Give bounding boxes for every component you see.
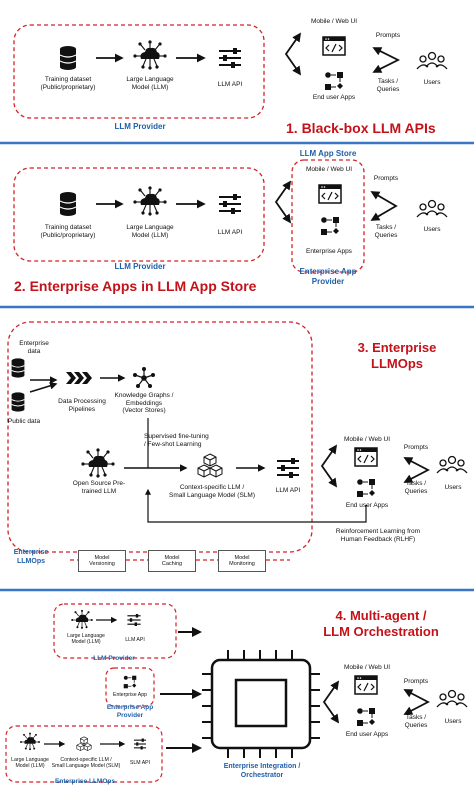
s3-pdata-label: Public data	[7, 418, 41, 425]
s4-tasks-label: Tasks / Queries	[404, 714, 428, 729]
s2-users-label: Users	[423, 226, 441, 233]
s1-users-label: Users	[423, 79, 441, 86]
s2-provider-label: LLM Provider	[114, 262, 166, 271]
s3-ctx-label: Context-specific LLM / Small Language Mo…	[169, 484, 255, 499]
s3-model-monitoring: Model Monitoring	[218, 550, 266, 572]
s2-training-label: Training dataset (Public/proprietary)	[40, 224, 96, 239]
s2-store-label: LLM App Store	[299, 149, 357, 158]
s3-model-versioning: Model Versioning	[78, 550, 126, 572]
s1-apps-label: End user Apps	[312, 94, 356, 101]
s4-llmops-box	[5, 725, 163, 783]
s1-prompts-label: Prompts	[375, 32, 401, 39]
s1-tasks-label: Tasks / Queries	[376, 78, 400, 93]
s3-model-caching: Model Caching	[148, 550, 196, 572]
s4-api-label: LLM API	[125, 637, 145, 643]
s1-api-label: LLM API	[217, 81, 243, 88]
s4-prompts-label: Prompts	[403, 678, 429, 685]
orchestrator-chip-icon	[202, 650, 320, 758]
s4-llm3-label: Large Language Model (LLM)	[11, 757, 49, 769]
s1-title: 1. Black-box LLM APIs	[286, 120, 436, 136]
s2-eprov-label: Enterprise App Provider	[299, 267, 357, 286]
s2-llm-label: Large Language Model (LLM)	[126, 224, 174, 239]
s1-provider-label: LLM Provider	[114, 122, 166, 131]
s3-rlhf-label: Reinforcement Learning from Human Feedba…	[335, 528, 421, 543]
s3-kg-label: Knowledge Graphs / Embeddings (Vector St…	[114, 392, 174, 414]
s4-eapp-box	[105, 667, 155, 707]
s3-users-label: Users	[444, 484, 462, 491]
s2-store-box	[291, 159, 365, 273]
s4-title: 4. Multi-agent / LLM Orchestration	[323, 608, 439, 639]
s4-orch-label: Enterprise Integration / Orchestrator	[223, 763, 301, 779]
s3-sft-label: Supervised fine-tuning / Few-shot Learni…	[144, 433, 209, 448]
s2-prompts-label: Prompts	[373, 175, 399, 182]
s3-api-label: LLM API	[275, 487, 301, 494]
s1-provider-box	[13, 24, 265, 119]
s4-users-label: Users	[444, 718, 462, 725]
s4-ctx-label: Context-specific LLM / Small Language Mo…	[51, 757, 121, 769]
s3-edata-label: Enterprise data	[19, 340, 49, 355]
s3-tasks-label: Tasks / Queries	[404, 480, 428, 495]
s4-eprov-label: Enterprise App Provider	[106, 704, 154, 719]
s3-os-label: Open Source Pre- trained LLM	[72, 480, 126, 495]
s3-ui-label: Mobile / Web UI	[343, 436, 391, 443]
s4-llm-label: Large Language Model (LLM)	[67, 633, 105, 645]
s3-apps-label: End user Apps	[345, 502, 389, 509]
s2-title: 2. Enterprise Apps in LLM App Store	[14, 278, 257, 294]
s2-ui-label: Mobile / Web UI	[305, 166, 353, 173]
s4-provider-box	[53, 603, 177, 659]
s3-prompts-label: Prompts	[403, 444, 429, 451]
s4-apps-label: End user Apps	[345, 731, 389, 738]
s1-training-label: Training dataset (Public/proprietary)	[40, 76, 96, 91]
s4-eapp-label: Enterprise App	[112, 692, 148, 698]
s2-provider-box	[13, 167, 265, 262]
s4-ellmops-label: Enterprise LLMOps	[55, 778, 115, 785]
s2-tasks-label: Tasks / Queries	[374, 224, 398, 239]
s1-ui-label: Mobile / Web UI	[310, 18, 358, 25]
s4-slm-label: SLM API	[129, 760, 151, 766]
s4-ui-label: Mobile / Web UI	[343, 664, 391, 671]
s2-apps-label: Enterprise Apps	[306, 248, 352, 255]
s1-llm-label: Large Language Model (LLM)	[126, 76, 174, 91]
s3-pipelines-label: Data Processing Pipelines	[58, 398, 106, 413]
s4-provider-label: LLM Provider	[93, 655, 135, 662]
s3-title: 3. Enterprise LLMOps	[357, 340, 437, 371]
s3-ellmops-label: Enterprise LLMOps	[13, 549, 49, 565]
s2-api-label: LLM API	[217, 229, 243, 236]
